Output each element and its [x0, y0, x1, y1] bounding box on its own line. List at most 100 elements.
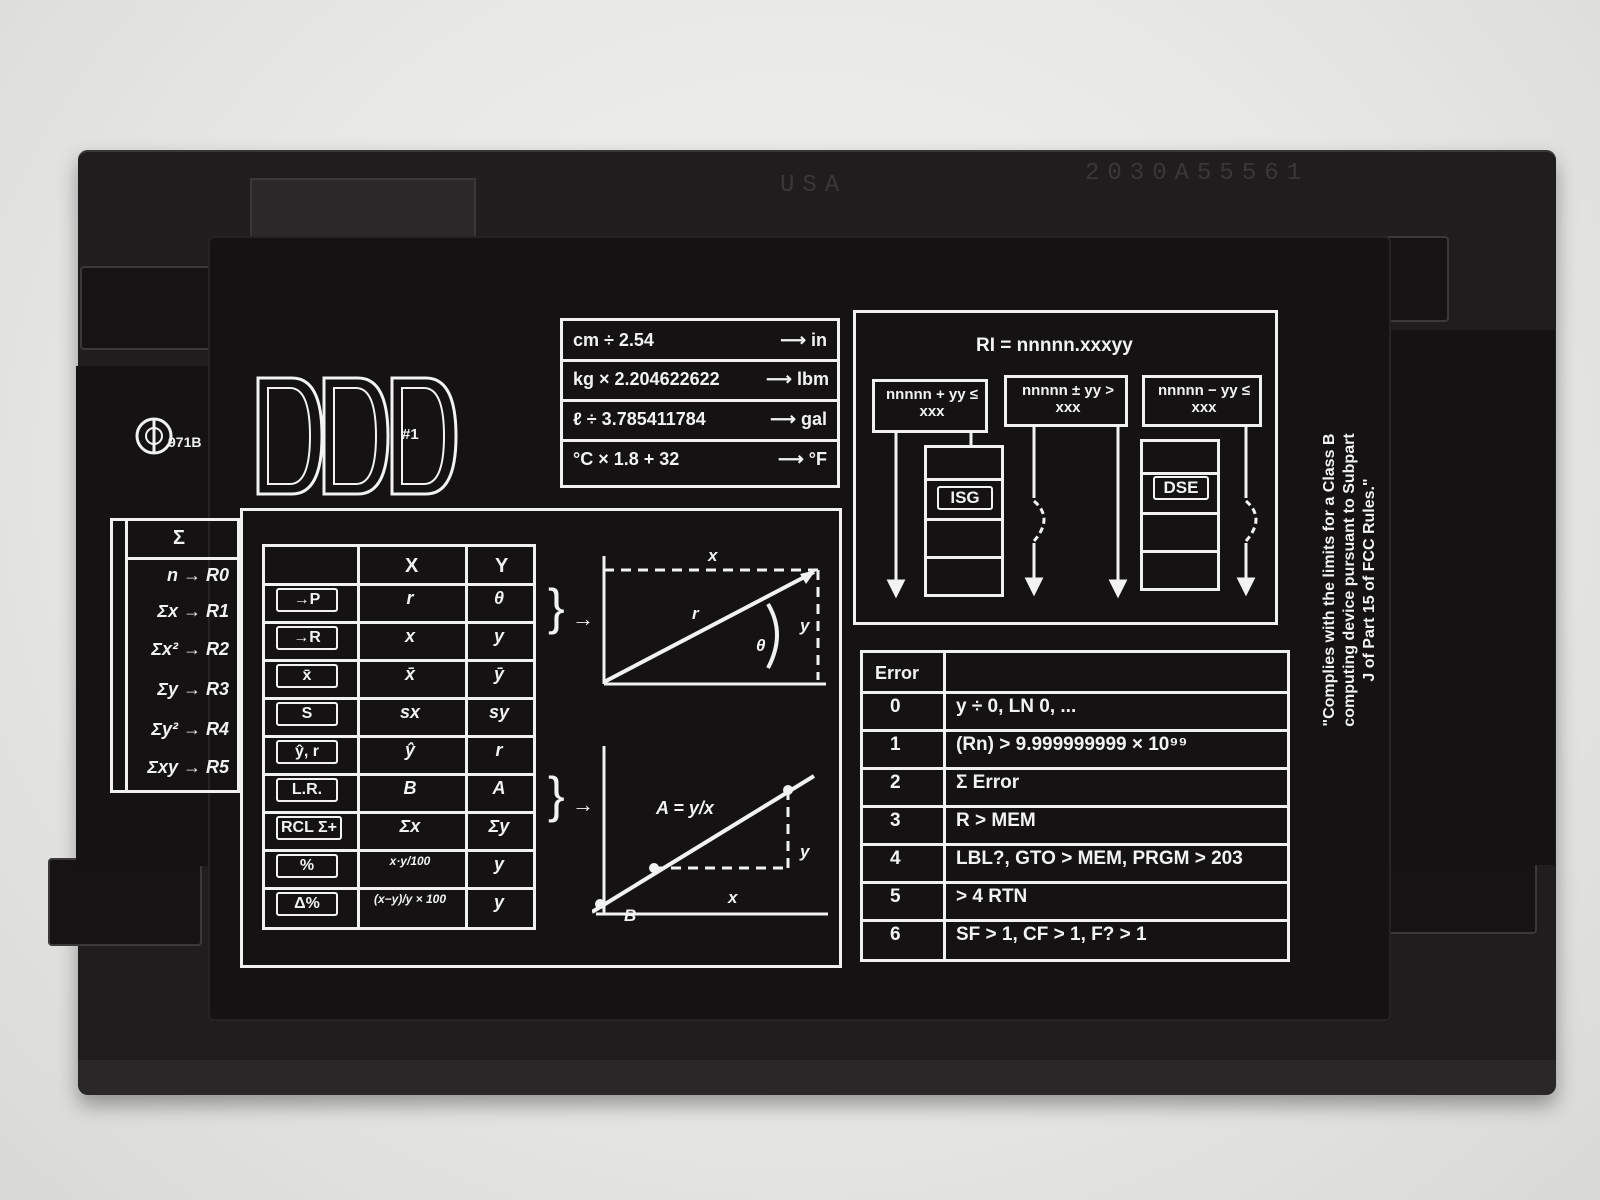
stats-key-4: ŷ, r	[276, 740, 338, 764]
loop-arrows	[886, 427, 1258, 599]
stats-y-2: ȳ	[493, 664, 504, 684]
stats-key-3: S	[276, 702, 338, 726]
error-text-6: SF > 1, CF > 1, F? > 1	[956, 924, 1147, 945]
logo-code: 971B	[168, 434, 202, 450]
isg-key: ISG	[937, 486, 993, 510]
loop-cond-mid: nnnnn ± yy > xxx	[1004, 375, 1128, 427]
sigma-header: Σ	[173, 527, 186, 549]
error-text-1: (Rn) > 9.999999999 × 10⁹⁹	[956, 734, 1188, 755]
arrow-bottom-icon: →	[572, 792, 594, 817]
error-text-3: R > MEM	[956, 810, 1036, 831]
conv-right-2: ⟶ gal	[770, 409, 827, 429]
dse-key: DSE	[1153, 476, 1209, 500]
case-bottom-edge	[78, 1060, 1556, 1095]
conv-left-3: °C × 1.8 + 32	[573, 449, 680, 469]
conv-unit-1: lbm	[796, 369, 829, 389]
error-text-0: y ÷ 0, LN 0, ...	[956, 696, 1077, 717]
stats-col-y: Y	[495, 555, 509, 577]
isg-program-stack: ISG	[924, 445, 1004, 597]
error-code-5: 5	[890, 886, 901, 907]
fcc-line-1: "Complies with the limits for a Class B	[1321, 433, 1338, 727]
conv-unit-3: °F	[808, 449, 827, 469]
error-code-4: 4	[890, 848, 901, 869]
error-code-6: 6	[890, 924, 901, 945]
conv-unit-0: in	[811, 330, 827, 350]
sigma-row-3: Σy → R3	[157, 679, 229, 699]
loop-cond-mid-text: nnnnn ± yy > xxx	[1022, 382, 1114, 416]
regression-b-label: B	[624, 906, 637, 925]
stats-y-5: A	[492, 778, 506, 798]
conv-unit-2: gal	[800, 409, 827, 429]
conv-left-2: ℓ ÷ 3.785411784	[573, 409, 706, 429]
stats-key-5: L.R.	[276, 778, 338, 802]
loop-title: RI = nnnnn.xxxyy	[976, 335, 1133, 356]
card-slot-graphic: #1	[252, 374, 462, 498]
regression-x-label: x	[728, 888, 738, 907]
loop-cond-isg: nnnnn + yy ≤ xxx	[872, 379, 988, 433]
stats-col-x: X	[405, 555, 419, 577]
sigma-row-0: n → R0	[166, 565, 229, 585]
rubber-foot-bottom-left	[48, 858, 202, 946]
error-code-3: 3	[890, 810, 901, 831]
label-plate	[208, 236, 1391, 1021]
manufacturer-logo-icon: 971B	[134, 414, 210, 458]
stats-x-8: (x−y)/y × 100	[373, 892, 447, 906]
emboss-serial: 2030A55561	[1085, 160, 1310, 187]
stats-y-0: θ	[493, 588, 505, 608]
conv-right-1: ⟶ lbm	[766, 369, 829, 389]
loop-control-panel: RI = nnnnn.xxxyy nnnnn + yy ≤ xxx nnnnn …	[853, 310, 1278, 625]
loop-cond-dse-text: nnnnn − yy ≤ xxx	[1158, 382, 1250, 416]
statistics-panel	[240, 508, 842, 968]
conv-right-0: ⟶ in	[780, 330, 827, 350]
polar-diagram	[602, 556, 826, 686]
fcc-notice: "Complies with the limits for a Class B …	[1300, 390, 1400, 770]
error-text-4: LBL?, GTO > MEM, PRGM > 203	[956, 848, 1243, 869]
sigma-row-5: Σxy → R5	[147, 757, 229, 777]
regression-y-label: y	[800, 842, 810, 861]
stats-table: X Y	[262, 544, 536, 930]
error-code-1: 1	[890, 734, 901, 755]
regression-formula: A = y/x	[656, 798, 714, 818]
stats-key-2: x̄	[276, 664, 338, 688]
stats-x-1: x	[404, 626, 415, 646]
sigma-row-1: Σx → R1	[157, 601, 229, 621]
polar-y-label: y	[800, 616, 810, 635]
polar-x-label: x	[708, 546, 718, 565]
error-code-2: 2	[890, 772, 901, 793]
conv-left-1: kg × 2.204622622	[573, 369, 720, 389]
bracket-top-icon: }	[548, 579, 565, 635]
label-plate-right	[1390, 330, 1555, 865]
stats-y-4: r	[495, 740, 503, 760]
dse-program-stack: DSE	[1140, 439, 1220, 591]
emboss-country: USA	[780, 172, 848, 199]
conv-left-0: cm ÷ 2.54	[573, 330, 654, 350]
stats-y-8: y	[493, 892, 504, 912]
stats-x-0: r	[406, 588, 414, 608]
error-text-2: Σ Error	[956, 772, 1020, 793]
regression-diagram	[592, 746, 828, 916]
stats-y-3: sy	[488, 702, 510, 722]
conv-right-3: ⟶ °F	[777, 449, 827, 469]
stats-x-5: B	[403, 778, 417, 798]
stats-y-7: y	[493, 854, 504, 874]
stats-key-7: %	[276, 854, 338, 878]
stats-key-8: Δ%	[276, 892, 338, 916]
fcc-line-2: computing device pursuant to Subpart	[1341, 433, 1358, 727]
loop-cond-isg-text: nnnnn + yy ≤ xxx	[886, 386, 978, 420]
sigma-register-box: Σ n → R0 Σx → R1 Σx² → R2 Σy → R3 Σy² → …	[110, 518, 240, 793]
error-rows: 0 y ÷ 0, LN 0, ... 1 (Rn) > 9.999999999 × 1…	[860, 650, 1290, 962]
stats-x-2: x̄	[404, 664, 415, 684]
stats-key-6: RCL Σ+	[276, 816, 342, 840]
card-number: #1	[402, 426, 419, 443]
rubber-foot-top-left	[80, 266, 229, 350]
error-code-0: 0	[890, 696, 901, 717]
stats-key-0: →P	[276, 588, 338, 612]
sigma-row-4: Σy² → R4	[151, 719, 229, 739]
bracket-bottom-icon: }	[548, 767, 565, 823]
stats-key-1: →R	[276, 626, 338, 650]
error-text-5: > 4 RTN	[956, 886, 1028, 907]
stats-y-1: y	[493, 626, 504, 646]
arrow-top-icon: →	[572, 606, 594, 631]
